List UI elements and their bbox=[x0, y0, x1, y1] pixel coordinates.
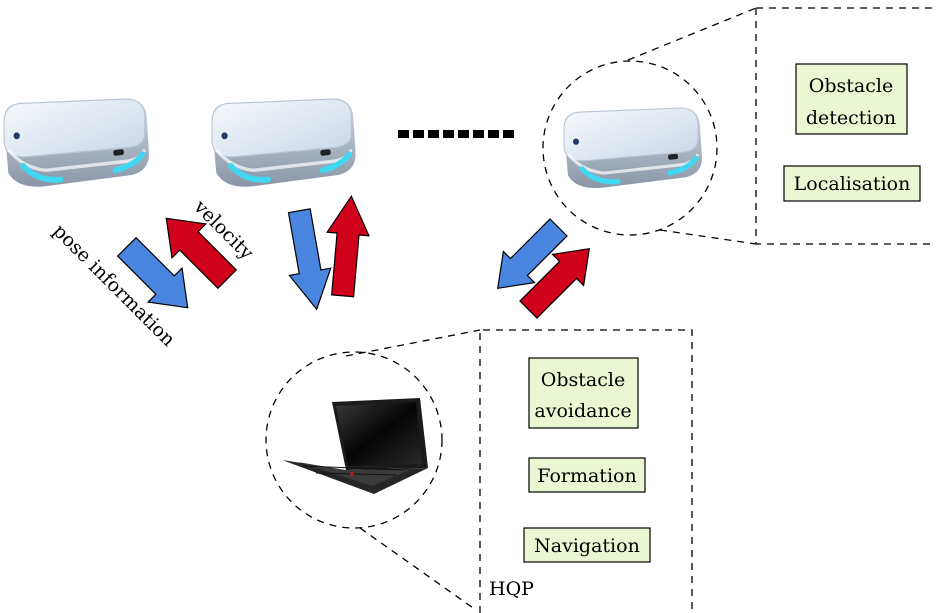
arrow-velocity-robot2 bbox=[326, 194, 370, 298]
box-formation: Formation bbox=[528, 457, 646, 493]
robot-zoom-connector-top bbox=[627, 7, 757, 61]
laptop-zoom-circle bbox=[265, 351, 443, 529]
box-navigation-label: Navigation bbox=[534, 535, 640, 557]
box-obstacle-avoidance-line2: avoidance bbox=[534, 400, 631, 422]
hqp-label: HQP bbox=[489, 578, 534, 600]
box-obstacle-avoidance-line1: Obstacle bbox=[541, 369, 625, 391]
robot-module-box bbox=[755, 7, 936, 245]
robot-1 bbox=[4, 99, 149, 187]
box-obstacle-detection-line2: detection bbox=[806, 107, 896, 129]
arrow-pose-robot3 bbox=[496, 218, 568, 290]
box-obstacle-detection-line1: Obstacle bbox=[809, 75, 893, 97]
robot-2 bbox=[212, 99, 356, 187]
box-obstacle-avoidance: Obstacle avoidance bbox=[528, 357, 639, 429]
laptop-zoom-connector-top bbox=[345, 329, 481, 357]
laptop-zoom-connector-bottom bbox=[359, 527, 477, 611]
arrow-velocity-robot1 bbox=[165, 217, 238, 290]
ellipsis-dots bbox=[398, 130, 514, 138]
robot-zoom-connector-bottom bbox=[659, 229, 757, 245]
box-localisation-label: Localisation bbox=[794, 173, 911, 195]
robot-zoom-circle bbox=[542, 60, 718, 236]
arrow-pose-robot1 bbox=[116, 236, 189, 309]
box-formation-label: Formation bbox=[537, 465, 636, 487]
box-localisation: Localisation bbox=[783, 165, 921, 202]
arrow-pose-robot2 bbox=[287, 208, 332, 311]
arrow-velocity-robot3 bbox=[519, 247, 591, 319]
robot-3 bbox=[564, 108, 702, 188]
laptop-icon bbox=[282, 398, 428, 494]
box-navigation: Navigation bbox=[523, 527, 651, 563]
box-obstacle-detection: Obstacle detection bbox=[795, 63, 908, 135]
